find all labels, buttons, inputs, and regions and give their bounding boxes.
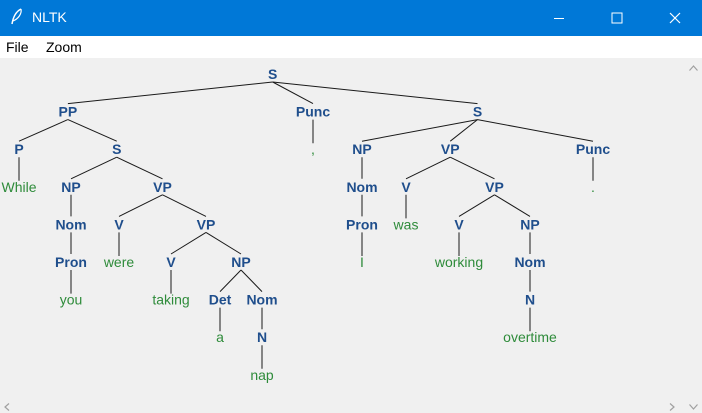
tree-leaf[interactable]: taking xyxy=(152,292,189,308)
tree-node[interactable]: Det xyxy=(209,292,232,308)
tree-node[interactable]: Nom xyxy=(346,179,377,195)
minimize-button[interactable] xyxy=(532,0,586,36)
tree-edge xyxy=(405,156,451,180)
menu-file[interactable]: File xyxy=(6,39,29,55)
tree-leaf[interactable]: you xyxy=(60,292,83,308)
tree-node[interactable]: NP xyxy=(61,179,80,195)
tree-node[interactable]: S xyxy=(268,66,277,82)
menu-zoom[interactable]: Zoom xyxy=(46,39,82,55)
parse-tree: SPPPWhileSNPNomPronyouVPVwereVPVtakingNP… xyxy=(1,66,610,383)
tree-edge xyxy=(118,194,163,217)
tree-edge xyxy=(477,119,594,142)
tree-node[interactable]: Nom xyxy=(514,254,545,270)
tree-edge xyxy=(361,119,478,142)
tree-node[interactable]: V xyxy=(114,216,124,232)
tree-node[interactable]: V xyxy=(401,179,411,195)
tree-leaf[interactable]: working xyxy=(434,254,483,270)
tree-node[interactable]: Pron xyxy=(346,216,378,232)
tree-node[interactable]: VP xyxy=(485,179,504,195)
tree-edge xyxy=(272,81,478,105)
tree-node[interactable]: PP xyxy=(59,104,78,120)
tree-edges xyxy=(18,81,594,369)
tree-edge xyxy=(458,194,495,217)
tree-edge xyxy=(219,269,242,292)
tree-node[interactable]: NP xyxy=(231,254,250,270)
tree-edge xyxy=(162,194,207,217)
tree-edge xyxy=(18,119,69,142)
menu-bar: File Zoom xyxy=(0,36,702,58)
tree-node[interactable]: VP xyxy=(153,179,172,195)
maximize-button[interactable] xyxy=(590,0,644,36)
scroll-up-icon[interactable] xyxy=(689,65,698,71)
tree-node[interactable]: NP xyxy=(520,216,539,232)
close-icon xyxy=(669,12,681,24)
tree-node[interactable]: VP xyxy=(441,141,460,157)
tree-edge xyxy=(240,269,263,292)
tree-leaf[interactable]: overtime xyxy=(503,329,557,345)
tree-edge xyxy=(67,81,273,105)
tree-leaf[interactable]: were xyxy=(103,254,135,270)
maximize-icon xyxy=(611,12,623,24)
tree-node[interactable]: S xyxy=(112,141,121,157)
scroll-corner xyxy=(685,399,702,413)
tree-edge xyxy=(116,156,163,180)
vertical-scrollbar[interactable] xyxy=(685,58,702,399)
tree-edge xyxy=(170,231,207,255)
title-bar: NLTK xyxy=(0,0,702,36)
tree-node[interactable]: Pron xyxy=(55,254,87,270)
tree-edge xyxy=(272,81,314,105)
tree-node[interactable]: V xyxy=(166,254,176,270)
tree-node[interactable]: S xyxy=(473,104,482,120)
tree-node[interactable]: Nom xyxy=(55,216,86,232)
tree-node[interactable]: Nom xyxy=(246,292,277,308)
tree-edge xyxy=(450,156,495,180)
tree-leaf[interactable]: While xyxy=(1,179,36,195)
tree-labels: SPPPWhileSNPNomPronyouVPVwereVPVtakingNP… xyxy=(1,66,610,383)
tree-node[interactable]: Punc xyxy=(296,104,330,120)
tree-node[interactable]: N xyxy=(257,329,267,345)
tree-node[interactable]: VP xyxy=(197,216,216,232)
tree-leaf[interactable]: nap xyxy=(250,367,274,383)
tree-leaf[interactable]: a xyxy=(216,329,224,345)
scroll-down-icon[interactable] xyxy=(689,404,698,410)
tree-node[interactable]: V xyxy=(454,216,464,232)
tree-edge xyxy=(449,119,478,142)
tree-edge xyxy=(70,156,117,180)
tree-leaf[interactable]: was xyxy=(393,216,419,232)
tree-edge xyxy=(67,119,117,142)
close-button[interactable] xyxy=(648,0,702,36)
tree-node[interactable]: NP xyxy=(352,141,371,157)
scroll-right-icon[interactable] xyxy=(669,403,675,411)
tree-node[interactable]: P xyxy=(14,141,23,157)
tree-leaf[interactable]: I xyxy=(360,254,364,270)
feather-icon xyxy=(11,8,22,25)
tree-leaf[interactable]: . xyxy=(591,179,595,195)
tree-leaf[interactable]: , xyxy=(311,141,315,157)
tree-node[interactable]: Punc xyxy=(576,141,610,157)
tree-node[interactable]: N xyxy=(525,292,535,308)
horizontal-scrollbar[interactable] xyxy=(0,399,685,413)
minimize-icon xyxy=(554,18,564,19)
scroll-left-icon[interactable] xyxy=(4,403,10,411)
tree-edge xyxy=(494,194,531,217)
window-title: NLTK xyxy=(32,9,67,25)
tree-edge xyxy=(205,231,242,255)
